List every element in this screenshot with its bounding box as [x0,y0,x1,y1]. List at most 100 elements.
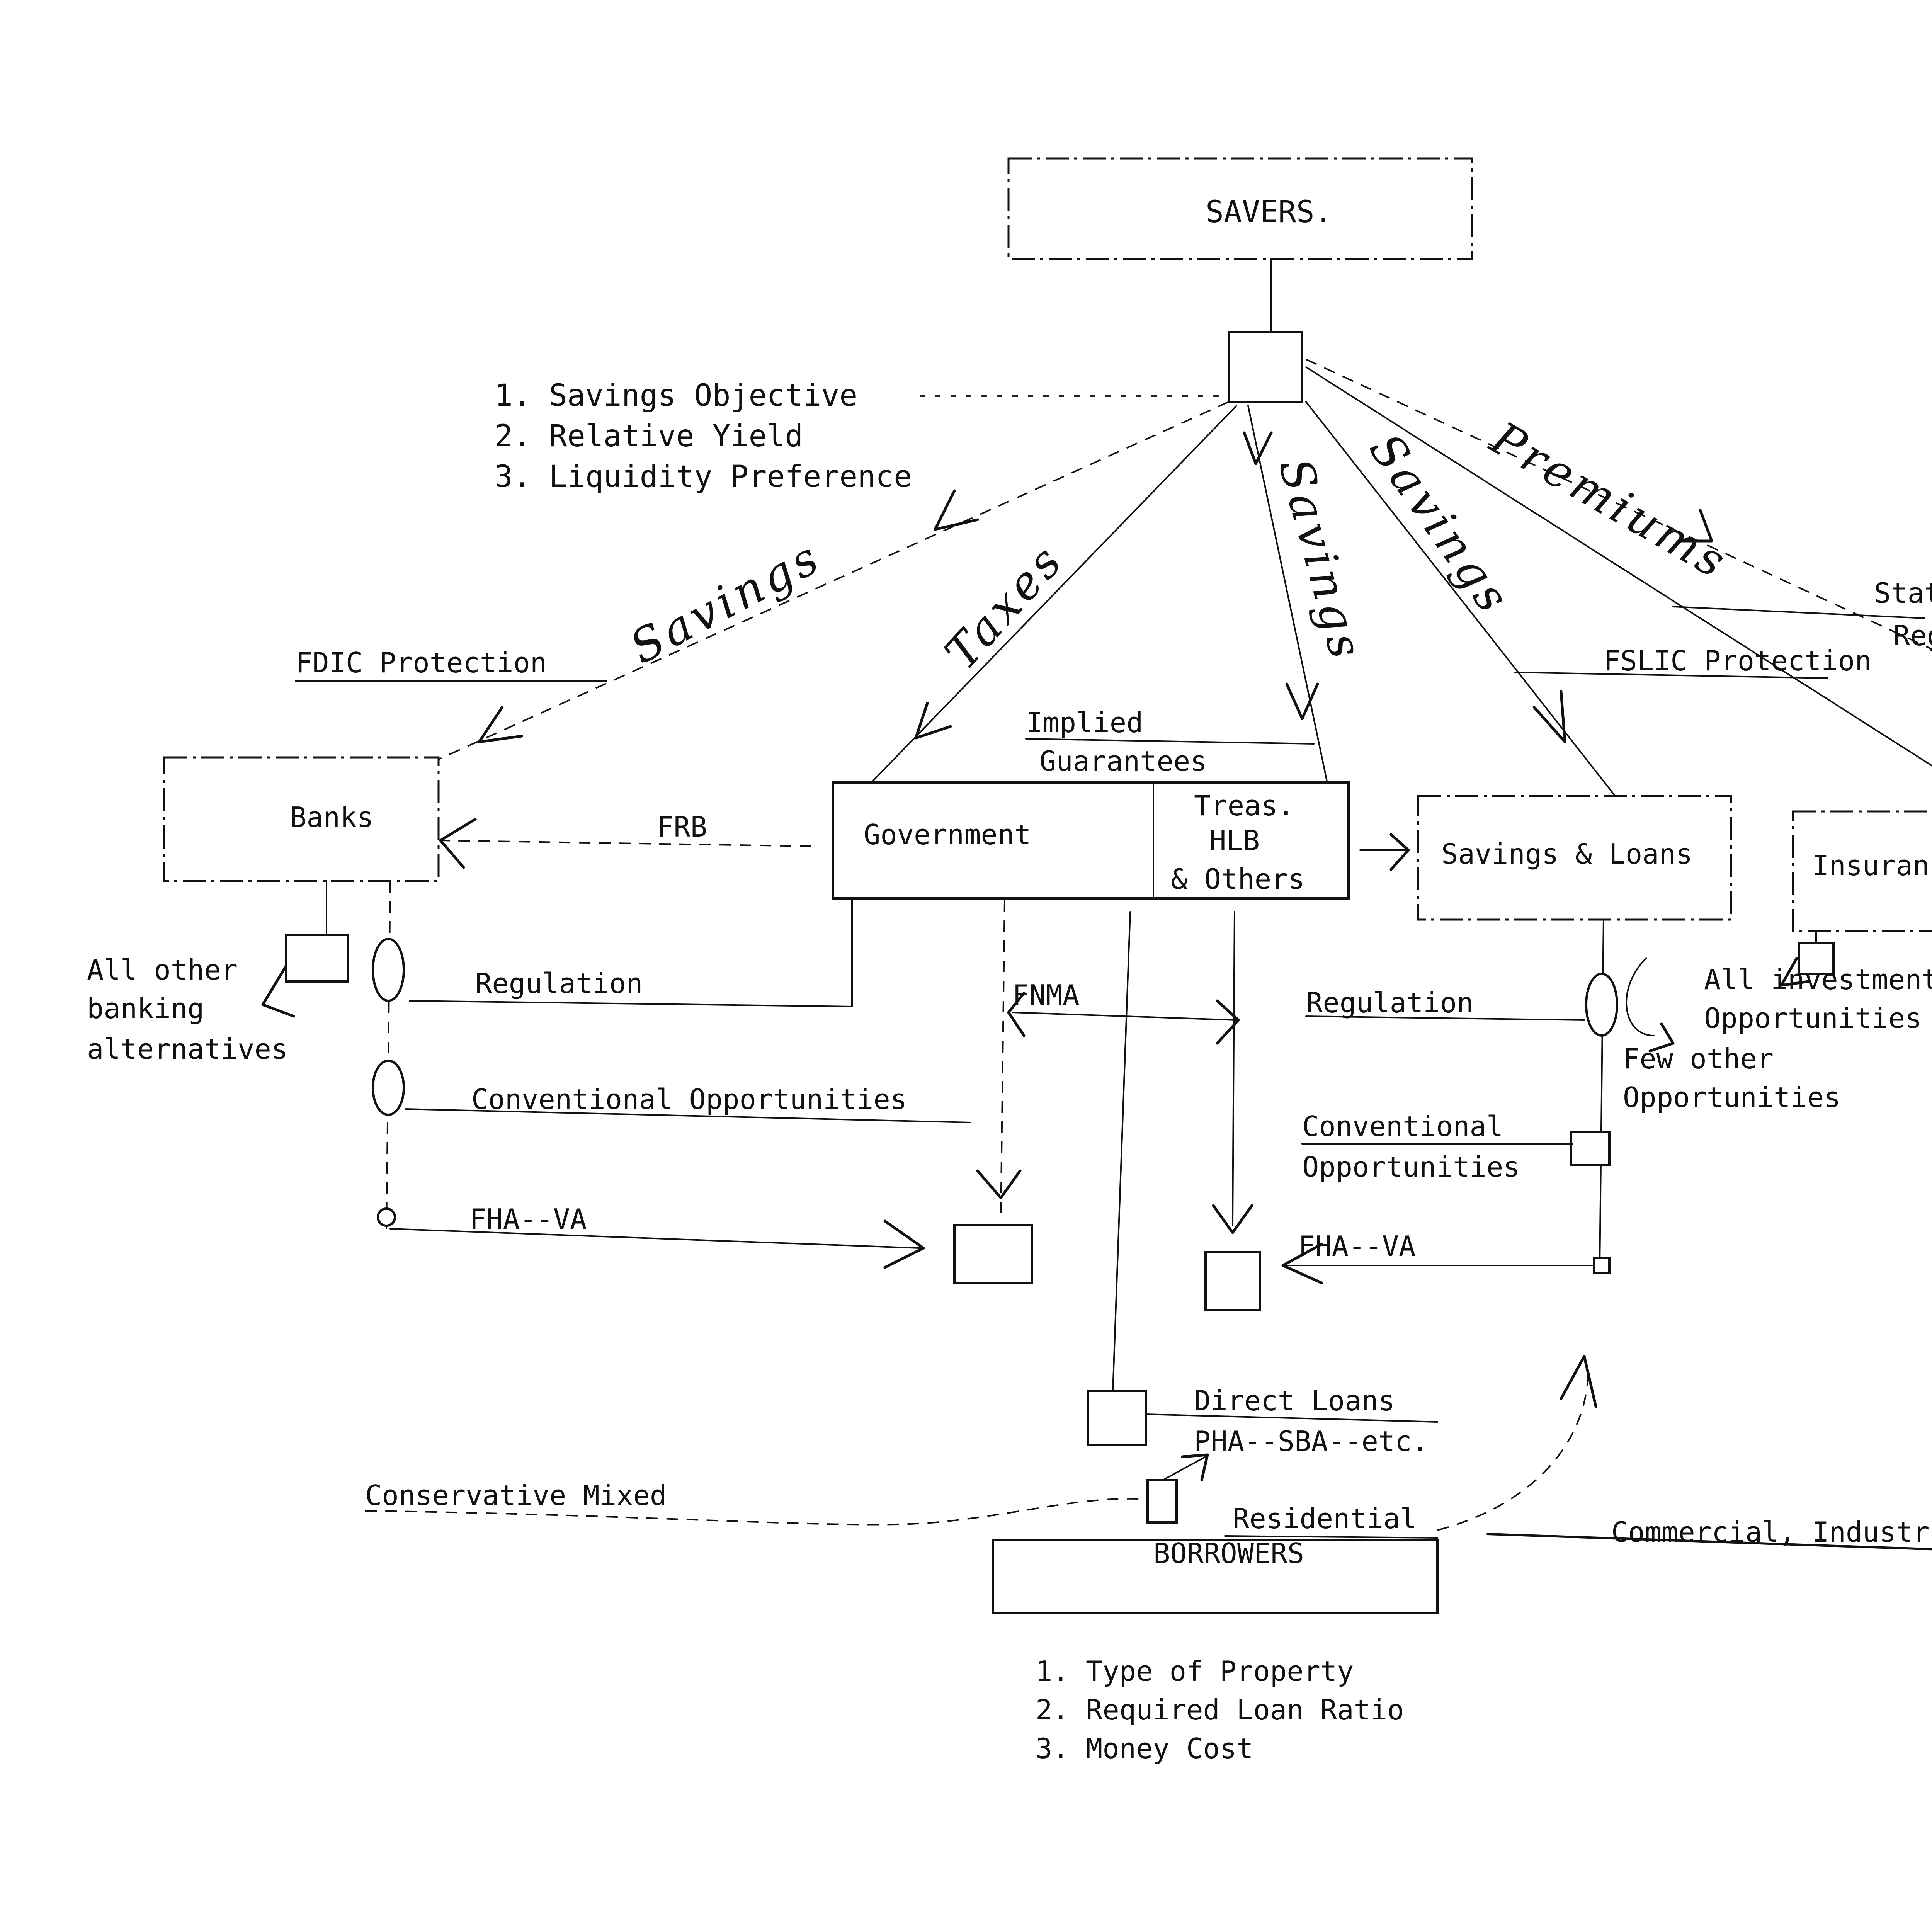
sl-regulation-oval [1585,973,1618,1037]
residential-underline [1224,1535,1438,1539]
banks-spine [386,881,391,1229]
banks-alternatives-label: All other [87,954,238,986]
fnma-purchase-square [953,1224,1033,1284]
residential-flow: Residential [1224,1355,1597,1539]
sl-conventional-square [1570,1131,1611,1166]
government-node: Government Treas. HLB & Others [832,781,1350,900]
borrower-factor: 3. Money Cost [1036,1732,1253,1765]
borrower-factors-list: 1. Type of Property 2. Required Loan Rat… [1036,1655,1404,1765]
state-regulation: State Regulation [1672,577,1932,652]
borrower-factor: 2. Required Loan Ratio [1036,1694,1404,1726]
arrow-savings-treasury-upper [1243,431,1273,465]
arrow-savings-banks-upper [934,489,979,531]
saver-factor: 3. Liquidity Preference [495,459,912,494]
fnma-left-spine [1000,900,1005,1221]
conservative-square [1146,1479,1178,1524]
government-branch: FNMA Direct Loans PHA--SBA--etc. [953,900,1438,1458]
flow-label-savings-banks: Savings [621,529,830,674]
government-box [832,781,1350,900]
implied-underline [1025,738,1315,745]
banks-conventional-label: Conventional Opportunities [471,1083,907,1116]
banks-label: Banks [290,801,374,833]
direct-loans-square [1087,1390,1147,1446]
sl-other-arrowhead [1648,1022,1675,1053]
direct-loans-label: Direct Loans [1194,1384,1395,1417]
frb-line [440,840,812,847]
flow-taxes-to-government [872,405,1237,781]
treasury-spine [1232,911,1235,1226]
sl-few-other-label: Opportunities [1623,1081,1841,1114]
borrowers-label: BORROWERS [1153,1537,1304,1570]
fdic-label: FDIC Protection [296,646,547,679]
banks-fha-arrowhead [883,1219,925,1269]
state-label: State [1874,577,1932,609]
banks-alternatives-square [285,934,349,983]
insurance-label: Insurance Co. [1812,849,1932,882]
savings-loans-node: Savings & Loans [1417,795,1732,921]
residential-curve [1437,1375,1589,1531]
conservative-to-pha-link [1162,1456,1206,1481]
insurance-all-arrowhead [1780,957,1810,987]
direct-loans-spine [1112,911,1131,1392]
banks-regulation-oval [372,938,405,1002]
saver-factor: 2. Relative Yield [495,419,803,454]
sl-conventional-label: Opportunities [1302,1151,1520,1183]
savers-discretion-square [1228,331,1303,403]
sl-regulation-line [1305,1015,1585,1021]
flow-label-premiums: Premiums [1481,411,1738,590]
borrowers-node: BORROWERS [992,1537,1439,1614]
commercial-label: Commercial, Industrial [1611,1516,1932,1548]
treasury-to-sl-arrowhead [1389,833,1410,871]
state-underline [1672,606,1925,619]
sl-fha-square [1593,1257,1611,1274]
banks-regulation-label: Regulation [475,967,643,1000]
insurance-all-label: All investment [1704,963,1932,996]
fslic-underline [1514,672,1828,679]
arrow-savings-banks-lower [478,706,523,743]
saver-factor: 1. Savings Objective [495,378,857,413]
government-label: Government [864,818,1031,851]
frb-arrowhead [439,818,477,869]
flow-label-savings-treasury: Savings [1269,453,1374,667]
arrow-savings-treasury-lower [1285,682,1319,720]
banks-alternatives-label: banking [87,992,204,1025]
state-regulation-label: Regulation [1893,619,1932,652]
fnma-link-line [1012,1012,1237,1021]
sl-few-other-label: Few other [1623,1043,1774,1075]
conservative-mixed-flow: Conservative Mixed [365,1479,1148,1526]
treasury-purchase-square [1204,1251,1261,1311]
insurance-all-label: Opportunities [1704,1002,1922,1034]
fnma-left-arrow [1007,992,1026,1037]
fnma-left-arrowhead [976,1169,1022,1199]
banks-fha-label: FHA--VA [469,1203,587,1235]
treasury-label: Treas. [1194,789,1294,822]
guarantees-label: Guarantees [1039,745,1207,777]
frb-label: FRB [657,811,707,843]
insurance-all-square [1798,942,1835,975]
residential-arrowhead [1560,1355,1597,1408]
flow-premiums-to-insurance [1305,366,1932,767]
insurance-branch: All investment Opportunities Conventiona… [1704,930,1932,1034]
pha-label: PHA--SBA--etc. [1194,1425,1429,1458]
arrow-investment-upper [1679,509,1713,543]
banks-regulation-line [409,1000,853,1007]
flow-savings-to-treasury [1247,405,1330,793]
savings-loans-label: Savings & Loans [1441,838,1692,870]
sl-branch: Regulation Few other Opportunities Conve… [1281,919,1841,1284]
residential-label: Residential [1233,1502,1417,1535]
conservative-label: Conservative Mixed [365,1479,667,1512]
insurance-box [1792,810,1932,932]
flow-savings-to-banks [417,401,1229,770]
implied-label: Implied [1026,706,1143,739]
frb-link: FRB [439,811,812,869]
banks-alternatives-label: alternatives [87,1033,288,1065]
banks-conventional-oval [372,1060,405,1116]
conservative-line [365,1498,1148,1526]
sl-fha-arrowhead [1281,1243,1323,1284]
banks-fha-line [389,1228,920,1249]
borrower-factor: 1. Type of Property [1036,1655,1354,1687]
arrow-savings-sl [1532,690,1566,743]
fdic-protection: FDIC Protection [295,646,607,682]
savers-label: SAVERS. [1206,195,1333,230]
